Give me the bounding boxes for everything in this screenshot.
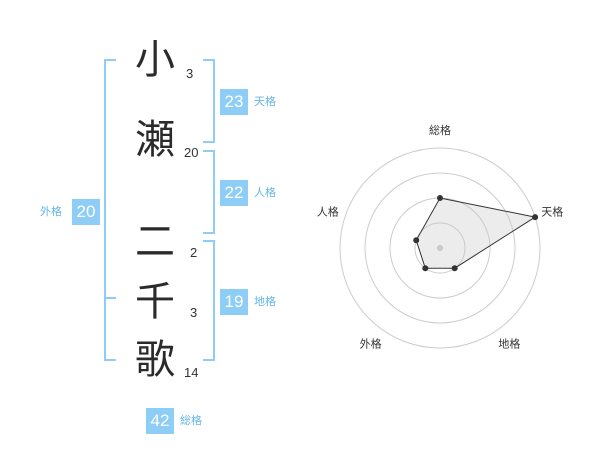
radar-grid-ring	[364, 172, 516, 324]
radar-point	[437, 195, 443, 201]
radar-point	[451, 265, 458, 272]
radar-point	[532, 214, 539, 221]
stroke-count-2: 20	[184, 145, 199, 160]
name-char-5: 歌	[135, 337, 175, 383]
gaikaku-bracket-tick	[104, 297, 116, 299]
chikaku-value-badge: 19	[220, 289, 248, 315]
jinkaku-value-badge: 22	[220, 180, 248, 206]
stroke-count-1: 3	[186, 66, 194, 81]
radar-axis-label: 外格	[360, 336, 382, 350]
radar-axis-label: 天格	[541, 205, 563, 219]
gaikaku-bracket	[104, 59, 116, 361]
name-char-4: 千	[135, 279, 175, 325]
tenkaku-label: 天格	[254, 95, 276, 108]
radar-series	[413, 195, 539, 272]
name-char-2: 瀬	[135, 117, 175, 163]
gaikaku-value-badge: 20	[72, 199, 100, 225]
jinkaku-label: 人格	[254, 186, 276, 199]
radar-axis-label: 総格	[429, 123, 451, 137]
radar-point	[413, 237, 420, 244]
soukaku-value-badge: 42	[146, 408, 174, 434]
stroke-count-3: 2	[190, 245, 198, 260]
radar-grid-ring	[339, 147, 541, 349]
radar-axis-label: 人格	[317, 205, 339, 219]
jinkaku-bracket	[203, 150, 215, 234]
chikaku-bracket	[203, 240, 215, 361]
stroke-count-5: 14	[184, 365, 199, 380]
radar-point	[422, 265, 429, 272]
radar-center-dot	[437, 245, 443, 251]
tenkaku-value-badge: 23	[220, 89, 248, 115]
radar-grid-ring	[414, 222, 466, 274]
tenkaku-bracket	[203, 59, 215, 143]
radar-axis-label: 地格	[498, 336, 520, 350]
soukaku-label: 総格	[180, 414, 202, 427]
gaikaku-label: 外格	[40, 205, 62, 218]
name-char-3: 二	[135, 219, 175, 265]
radar-series-area	[415, 197, 537, 269]
chikaku-label: 地格	[254, 295, 276, 308]
stroke-count-4: 3	[190, 305, 198, 320]
name-char-1: 小	[135, 37, 175, 83]
